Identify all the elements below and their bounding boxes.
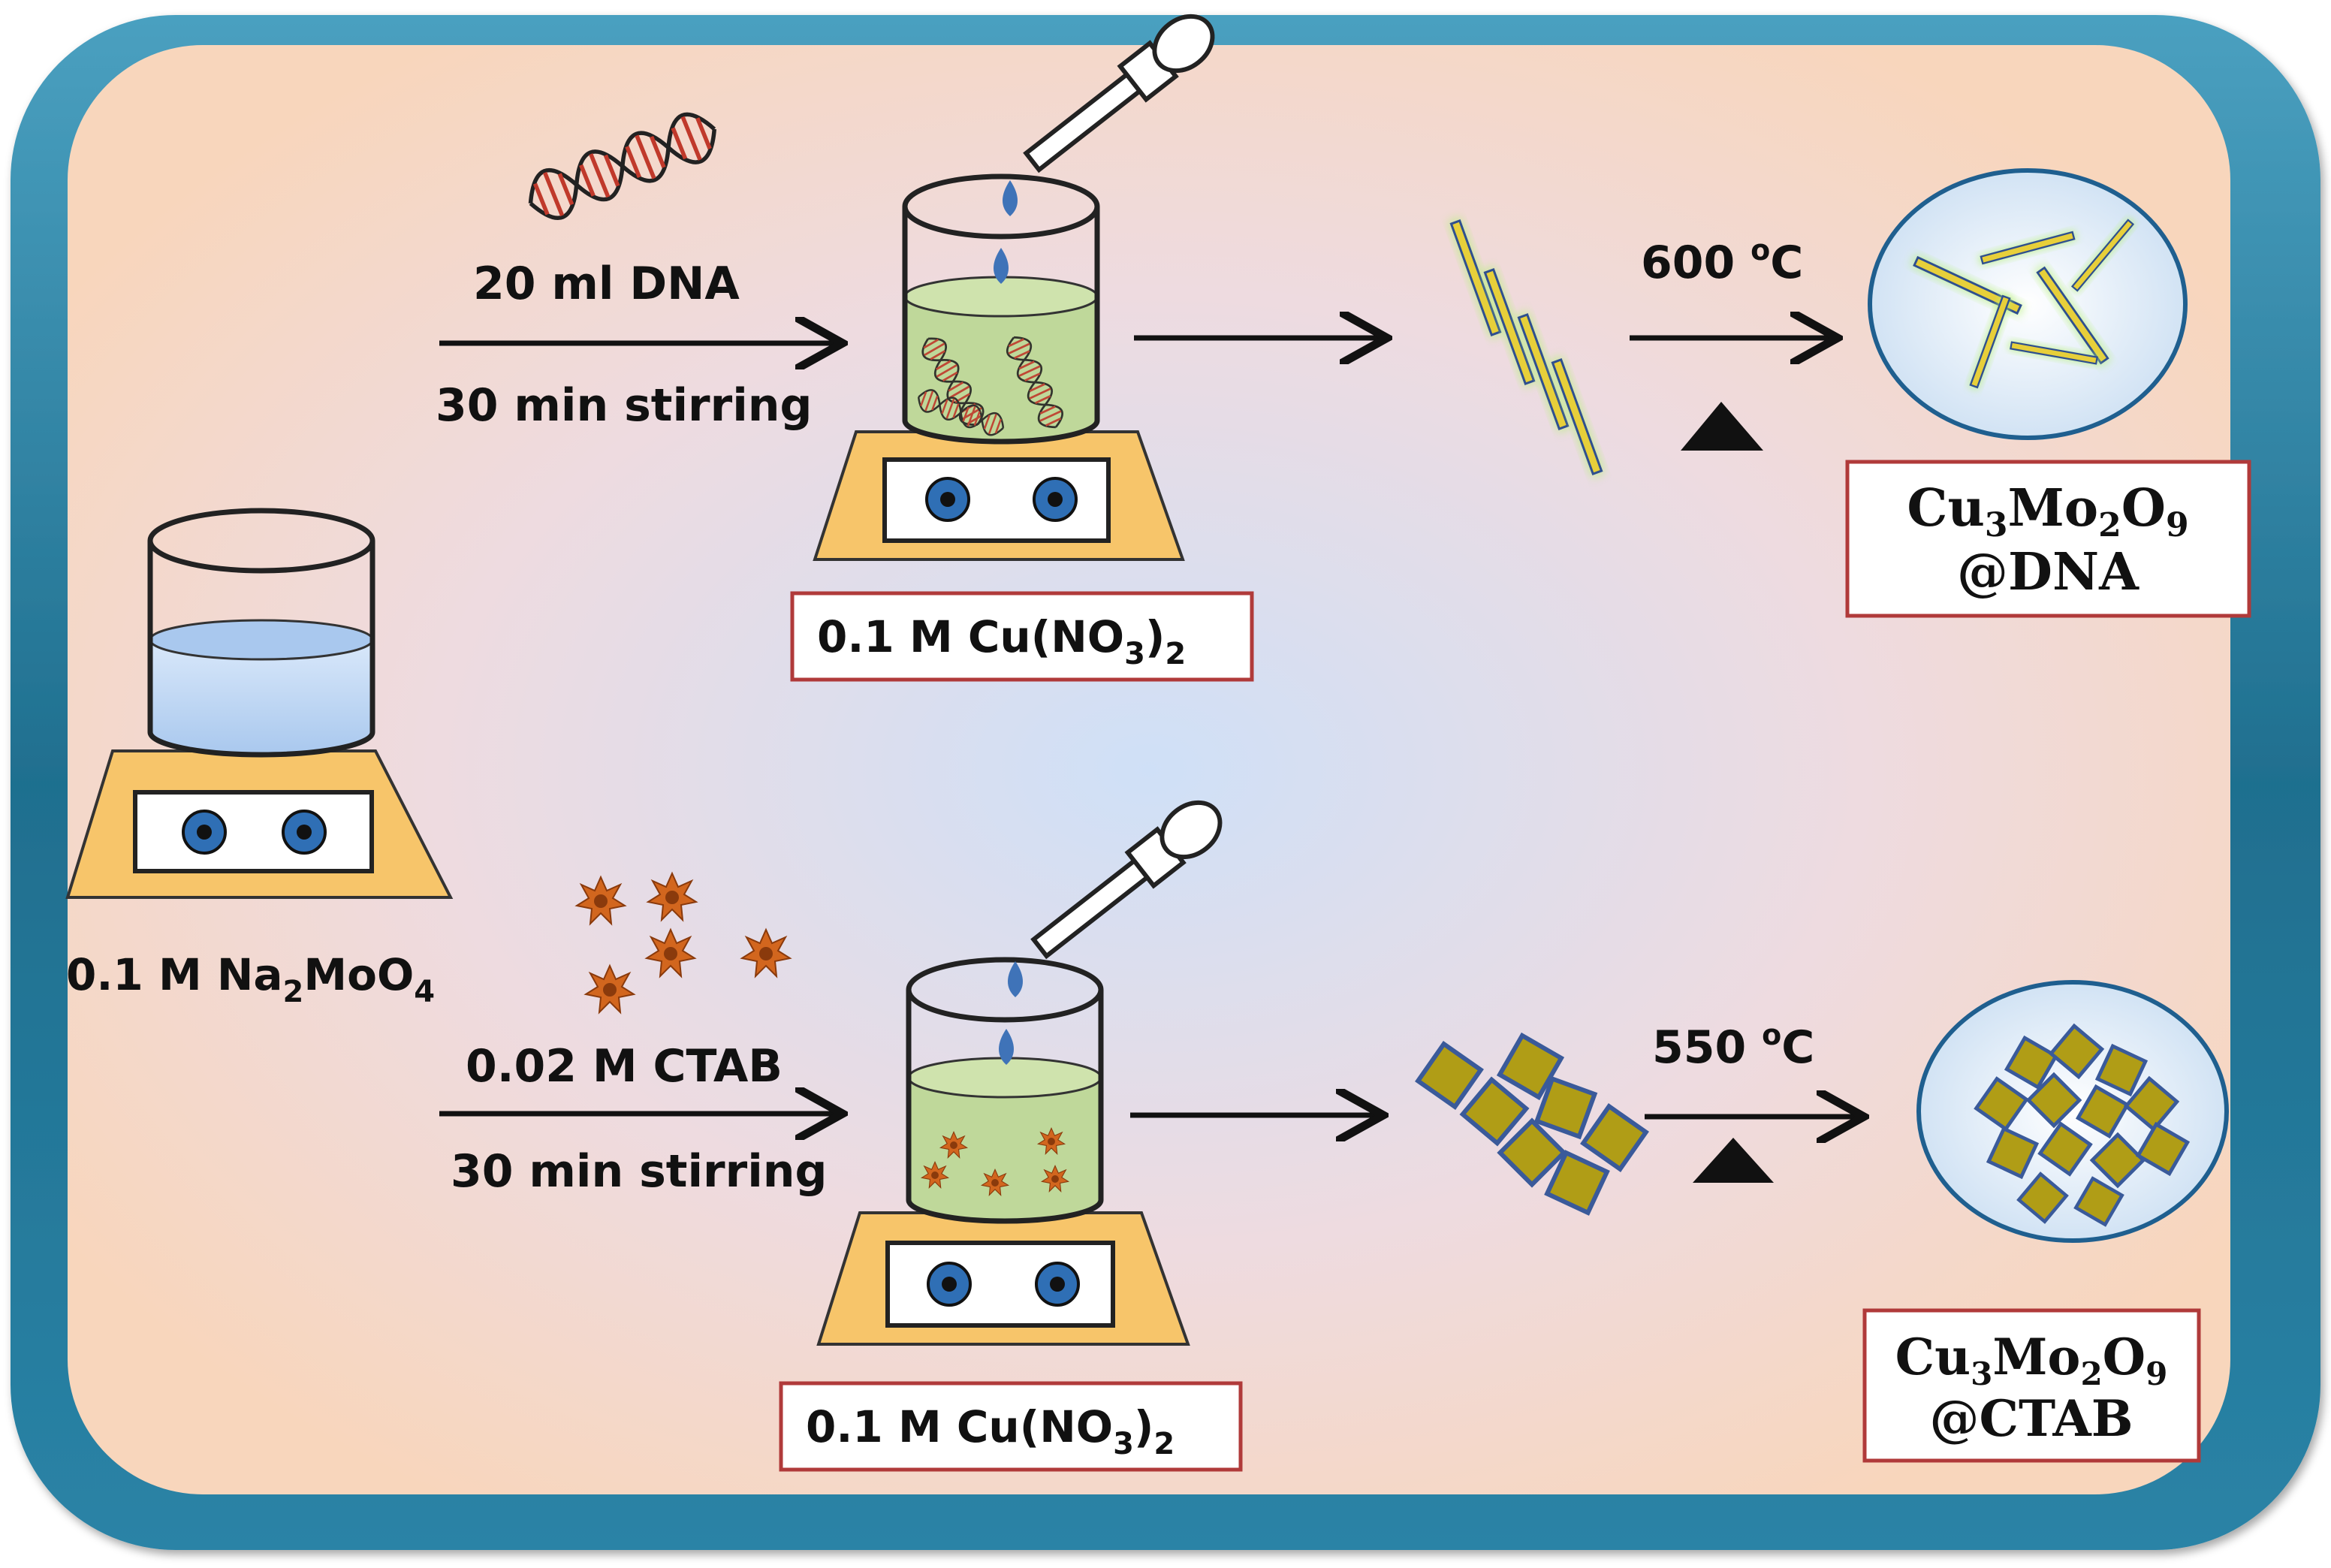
top-temperature: 600 oC [1641,234,1803,289]
bottom-temperature: 550 oC [1652,1018,1814,1074]
left-beaker-solution [150,640,372,755]
bottom-product-template: @CTAB [1929,1389,2133,1448]
bottom-beaker-solution [909,1078,1101,1221]
bottom-additive-label: 0.02 M CTAB [466,1040,783,1093]
heat-triangle-icon [1681,402,1763,451]
top-beaker-label: 0.1 M Cu(NO3)2 [817,611,1186,671]
bottom-stir-label: 30 min stirring [451,1145,827,1198]
drop-icon [1008,961,1023,997]
bottom-product-formula: Cu3Mo2O9 [1895,1328,2168,1392]
bottom-row: 0.02 M CTAB 30 min stirring 0.1 M Cu(NO3… [439,800,2229,1472]
bottom-beaker-label-box [779,1381,1243,1472]
left-beaker [147,541,375,758]
top-beaker [902,207,1100,445]
top-additive-label: 20 ml DNA [473,258,740,310]
top-product-formula: Cu3Mo2O9 [1907,478,2188,544]
heat-triangle-icon [1693,1138,1774,1183]
inner-panel [68,45,2230,1494]
top-stir-label: 30 min stirring [436,379,812,432]
bottom-product-plate [1916,980,2229,1243]
drop-icon [999,1029,1014,1065]
top-product-template: @DNA [1957,542,2140,602]
drop-icon [994,248,1009,284]
bottom-beaker [906,990,1104,1224]
top-product-plate [1868,168,2188,440]
top-row: 20 ml DNA 30 min stirring 0.1 M Cu(NO3) [436,14,2251,682]
bottom-beaker-label: 0.1 M Cu(NO3)2 [806,1401,1175,1461]
bottom-dropper-icon [1030,800,1223,960]
top-beaker-label-box [790,591,1254,682]
top-dropper-icon [1023,14,1215,173]
left-beaker-station: 0.1 M Na2MoO4 [65,508,454,1009]
bottom-product-label-box [1862,1308,2201,1463]
top-product-label-box [1845,460,2251,618]
left-beaker-label: 0.1 M Na2MoO4 [66,949,435,1009]
drop-icon [1003,180,1018,216]
left-heater-panel [133,790,374,873]
